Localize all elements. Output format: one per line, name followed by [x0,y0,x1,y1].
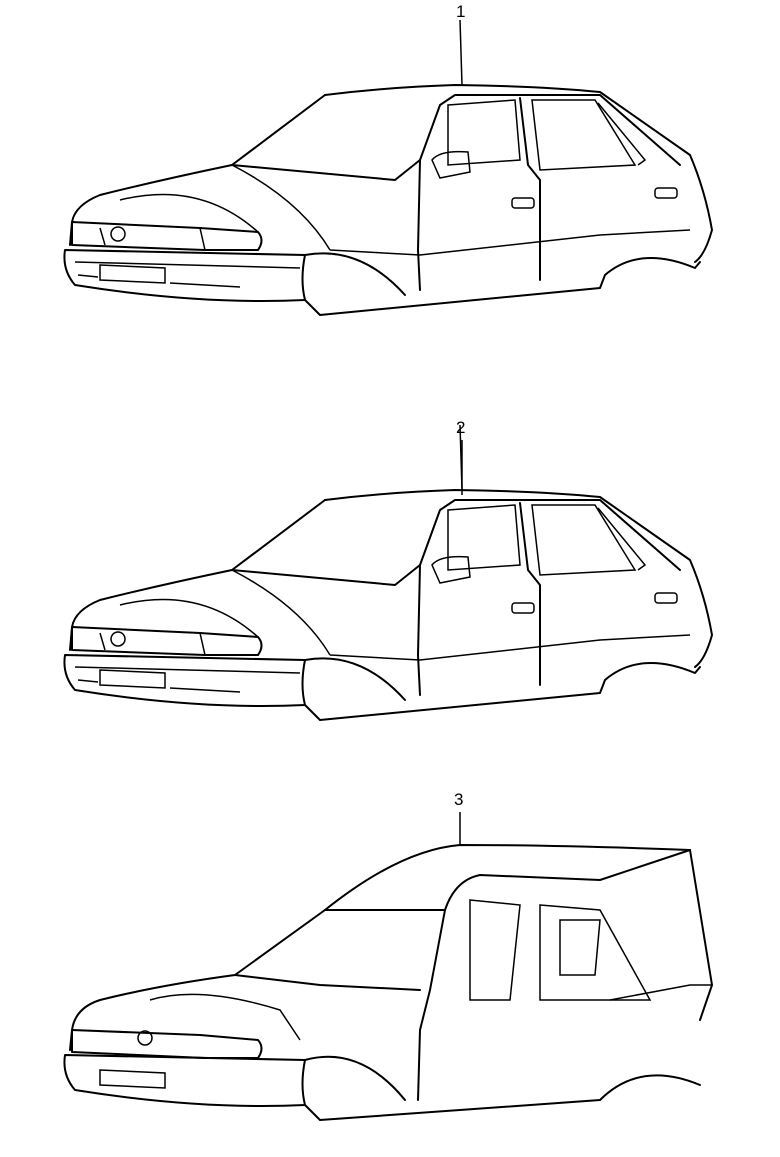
callout-3: 3 [454,790,464,809]
callout-2: 2 [456,418,466,437]
car-body-3-van [63,844,713,1121]
callout-1: 1 [456,2,466,21]
car-body-1 [63,19,713,316]
car-body-2 [63,424,713,721]
